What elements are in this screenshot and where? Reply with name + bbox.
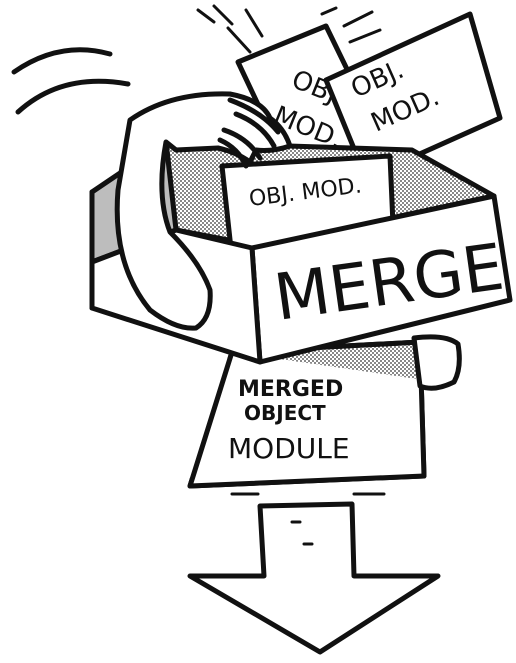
output-card-line3: MODULE	[228, 432, 350, 465]
output-card: MERGED OBJECT MODULE	[187, 339, 427, 489]
hand-arm	[114, 91, 293, 331]
down-arrow-icon	[187, 492, 441, 655]
card-back-right: OBJ. MOD.	[323, 11, 503, 181]
output-card-line2: OBJECT	[244, 401, 326, 425]
motion-lines	[11, 4, 382, 115]
lower-hand	[411, 334, 462, 391]
output-card-line1: MERGED	[238, 377, 343, 402]
